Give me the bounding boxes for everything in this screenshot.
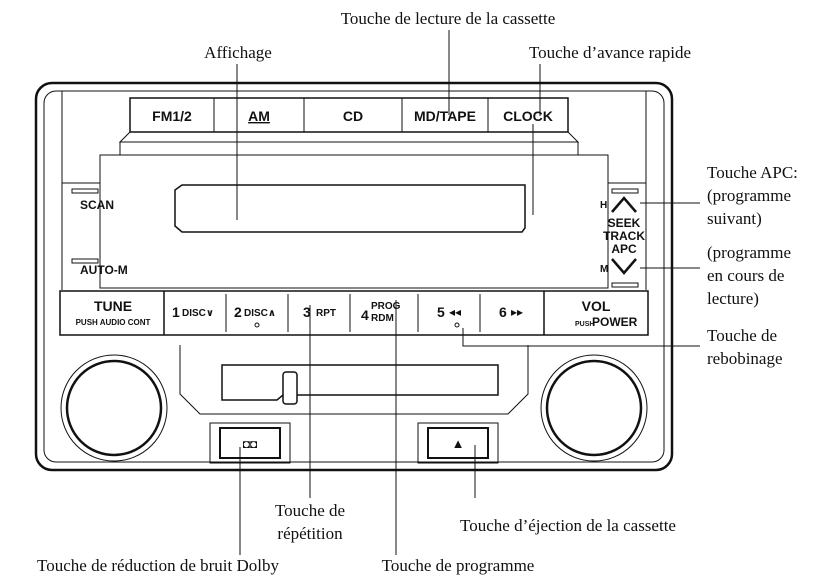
preset-3-button[interactable]: 3 [303,304,311,320]
volume-knob[interactable] [545,359,643,457]
label-fast-forward: Touche d’avance rapide [529,43,691,62]
seek-up-icon[interactable] [611,196,637,213]
cassette-door [282,371,298,405]
m-led [611,282,639,288]
preset-1-label: DISC∨ [182,308,214,319]
radio-inner-frame [43,90,665,463]
fast-forward-icon: ▸▸ [511,305,523,319]
apc-label: APC [611,242,637,256]
label-display: Affichage [204,43,272,62]
label-dolby: Touche de réduction de bruit Dolby [37,556,279,575]
label-program: Touche de programme [382,556,535,575]
m-label: M [600,264,608,275]
vol-sub-big: POWER [592,315,638,329]
tune-knob-outer [60,354,168,462]
label-apc-2: (programme [707,186,791,205]
md-tape-button[interactable]: MD/TAPE [414,108,476,124]
display-panel-border [99,154,609,289]
leader-lines [236,30,700,555]
label-eject: Touche d’éjection de la cassette [460,516,676,535]
label-rewind-2: rebobinage [707,349,783,368]
vol-sub-small: PUSH [575,321,594,328]
tune-knob[interactable] [65,359,163,457]
preset-1-button[interactable]: 1 [172,304,180,320]
tune-sub-label: PUSH AUDIO CONT [76,318,151,327]
label-apc-5: en cours de [707,266,784,285]
fm-button[interactable]: FM1/2 [152,108,192,124]
label-apc-4: (programme [707,243,791,262]
top-button-bar [118,97,580,156]
h-label: H [600,200,607,211]
preset-2-label: DISC∧ [244,308,276,319]
auto-m-led [71,258,99,264]
vol-button[interactable]: VOL [582,298,611,314]
label-cassette-play: Touche de lecture de la cassette [341,9,556,28]
cd-button[interactable]: CD [343,108,363,124]
am-button[interactable]: AM [248,108,270,124]
track-label: TRACK [603,229,645,243]
scan-led [71,188,99,194]
preset-3-label: RPT [316,308,336,319]
dolby-button[interactable] [219,427,281,459]
cassette-slot-frame [179,345,529,415]
eject-button-outer [417,422,499,464]
display-screen [174,184,526,233]
rewind-icon: ◂◂ [449,305,461,319]
seek-label: SEEK [608,216,641,230]
dolby-icon: ◘◘ [243,437,258,451]
preset-4-label-bottom: RDM [371,313,394,324]
radio-outer-frame [34,81,674,472]
eject-icon: ▲ [452,436,465,451]
volume-knob-outer [540,354,648,462]
dolby-button-outer [209,422,291,464]
preset-2-button[interactable]: 2 [234,304,242,320]
scan-button[interactable]: SCAN [80,198,114,212]
seek-down-icon[interactable] [611,258,637,275]
eject-button[interactable] [427,427,489,459]
auto-m-button[interactable]: AUTO-M [80,263,128,277]
preset-4-label-top: PROG [371,301,401,312]
clock-button[interactable]: CLOCK [503,108,553,124]
preset-5-button[interactable]: 5 [437,304,445,320]
tune-button[interactable]: TUNE [94,298,132,314]
preset-row [59,290,649,336]
label-apc-3: suivant) [707,209,762,228]
label-apc-6: lecture) [707,289,759,308]
cassette-slot [221,364,499,401]
label-repeat-1: Touche de [275,501,345,520]
preset-4-button[interactable]: 4 [361,307,369,323]
label-apc-1: Touche APC: [707,163,798,182]
label-repeat-2: répétition [277,524,343,543]
label-rewind-1: Touche de [707,326,777,345]
h-led [611,188,639,194]
preset-6-button[interactable]: 6 [499,304,507,320]
